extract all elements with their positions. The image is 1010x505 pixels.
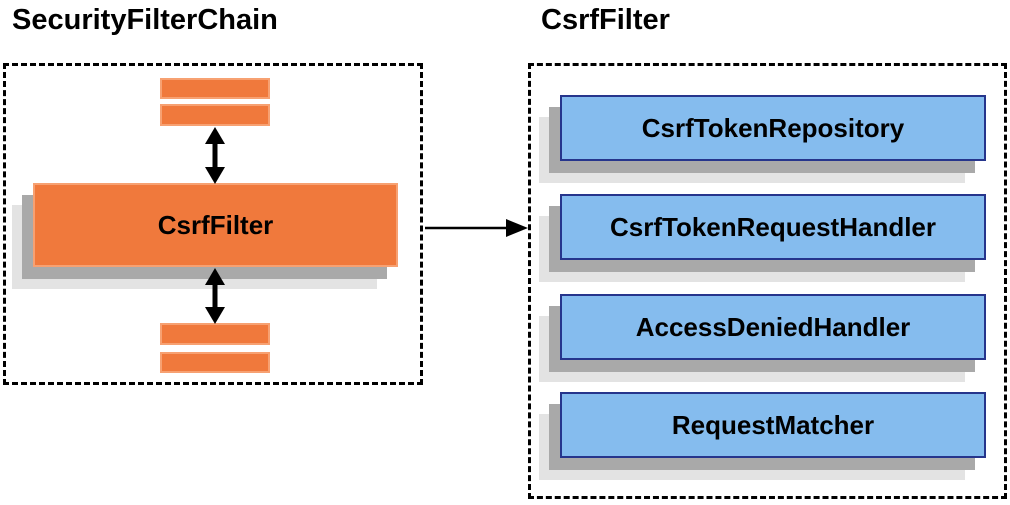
csrf-filter-components-group xyxy=(528,63,1007,499)
component-label: AccessDeniedHandler xyxy=(635,311,911,342)
left-panel-title: SecurityFilterChain xyxy=(12,4,278,36)
flow-arrow-icon xyxy=(425,219,528,237)
component-label: RequestMatcher xyxy=(671,409,875,440)
component-box-csrf-token-repository: CsrfTokenRepository xyxy=(560,95,986,161)
component-label: CsrfTokenRepository xyxy=(641,112,905,143)
security-filter-chain-group xyxy=(3,63,423,385)
csrf-filter-box-label: CsrfFilter xyxy=(157,209,274,240)
filter-bar-1 xyxy=(160,78,270,99)
filter-bar-2 xyxy=(160,104,270,126)
component-box-request-matcher: RequestMatcher xyxy=(560,392,986,458)
component-box-csrf-token-request-handler: CsrfTokenRequestHandler xyxy=(560,194,986,260)
right-panel-title: CsrfFilter xyxy=(541,4,670,36)
filter-bar-3 xyxy=(160,323,270,345)
csrf-filter-box: CsrfFilter xyxy=(33,183,398,267)
component-box-access-denied-handler: AccessDeniedHandler xyxy=(560,294,986,360)
filter-bar-4 xyxy=(160,352,270,373)
component-label: CsrfTokenRequestHandler xyxy=(609,211,937,242)
